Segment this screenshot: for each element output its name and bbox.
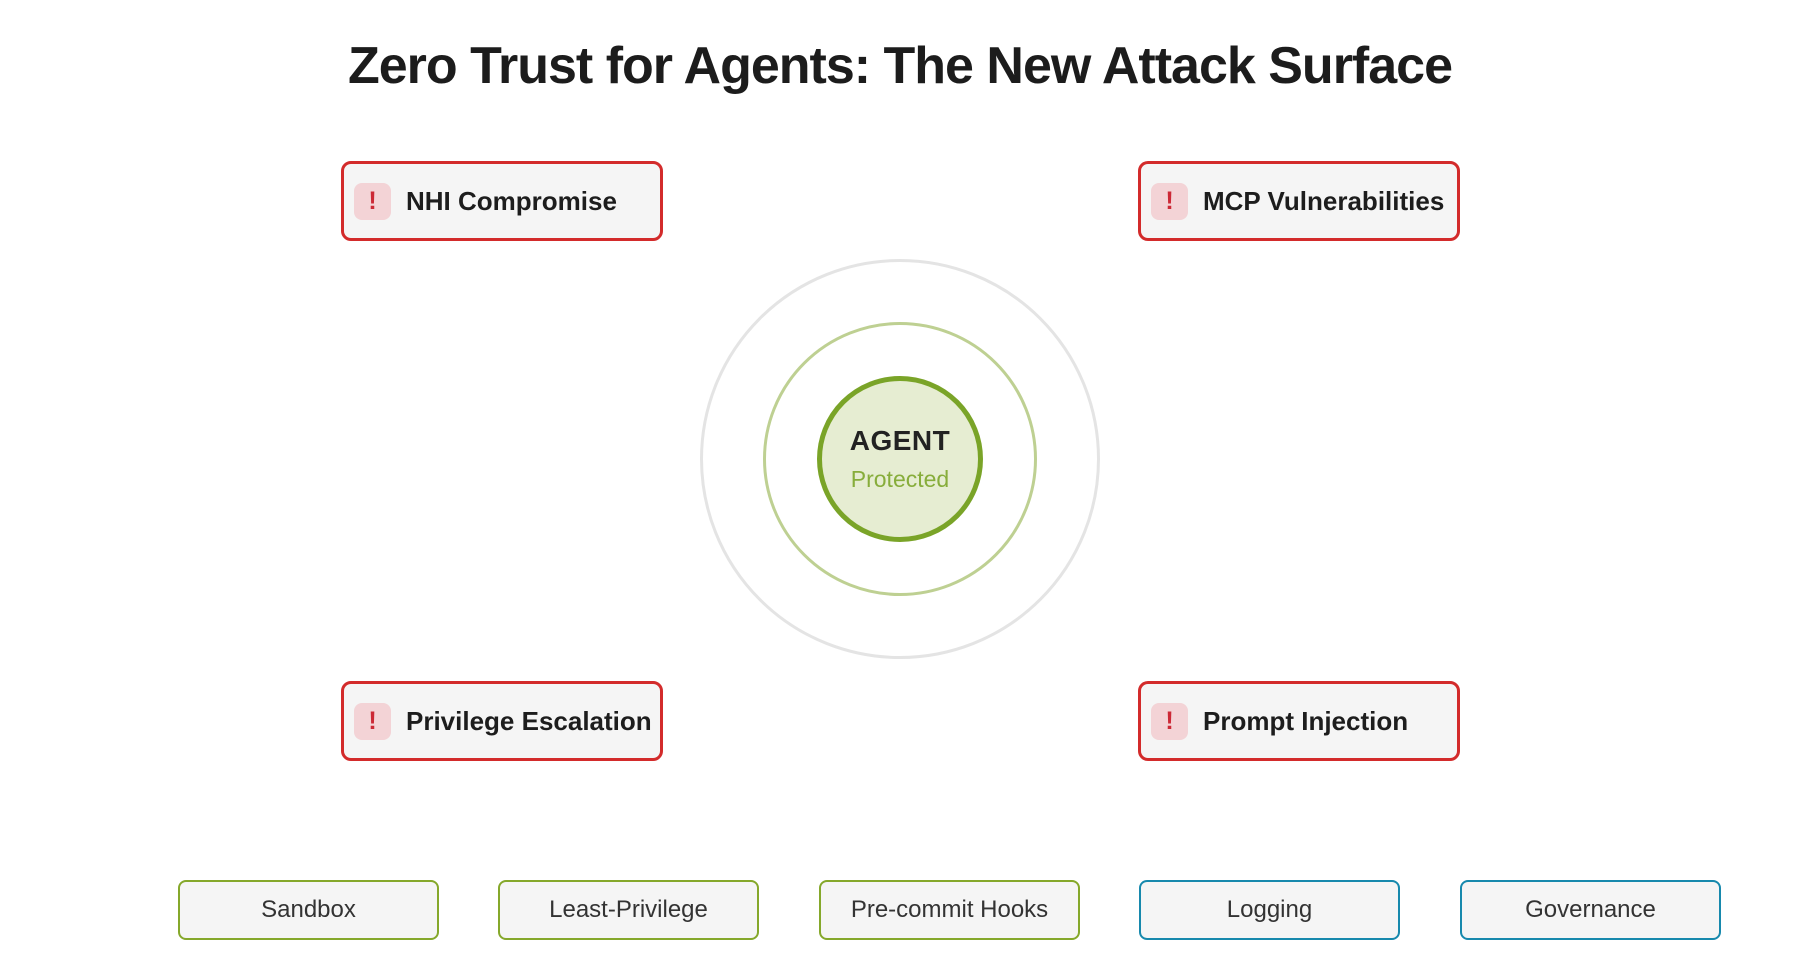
defense-box-pre-commit-hooks: Pre-commit Hooks [819, 880, 1080, 940]
agent-core-circle: AGENT Protected [817, 376, 983, 542]
warning-icon: ! [354, 182, 391, 220]
threat-label: NHI Compromise [406, 185, 617, 216]
threat-label: MCP Vulnerabilities [1203, 185, 1445, 216]
protection-ring-outer [700, 259, 1100, 659]
threat-box-prompt-injection: ! Prompt Injection [1138, 681, 1460, 761]
warning-icon: ! [1151, 702, 1188, 740]
defense-box-least-privilege: Least-Privilege [498, 880, 759, 940]
warning-icon: ! [1151, 182, 1188, 220]
protection-ring-middle [763, 322, 1037, 596]
agent-label: AGENT [849, 425, 951, 456]
threat-label: Privilege Escalation [406, 705, 652, 736]
page-title: Zero Trust for Agents: The New Attack Su… [347, 37, 1453, 95]
defense-box-logging: Logging [1139, 880, 1400, 940]
defense-box-governance: Governance [1460, 880, 1721, 940]
threat-box-privilege-escalation: ! Privilege Escalation [341, 681, 663, 761]
threat-box-nhi-compromise: ! NHI Compromise [341, 161, 663, 241]
threat-box-mcp-vulnerabilities: ! MCP Vulnerabilities [1138, 161, 1460, 241]
warning-icon: ! [354, 702, 391, 740]
threat-label: Prompt Injection [1203, 705, 1409, 736]
agent-status: Protected [850, 466, 950, 492]
defense-box-sandbox: Sandbox [178, 880, 439, 940]
